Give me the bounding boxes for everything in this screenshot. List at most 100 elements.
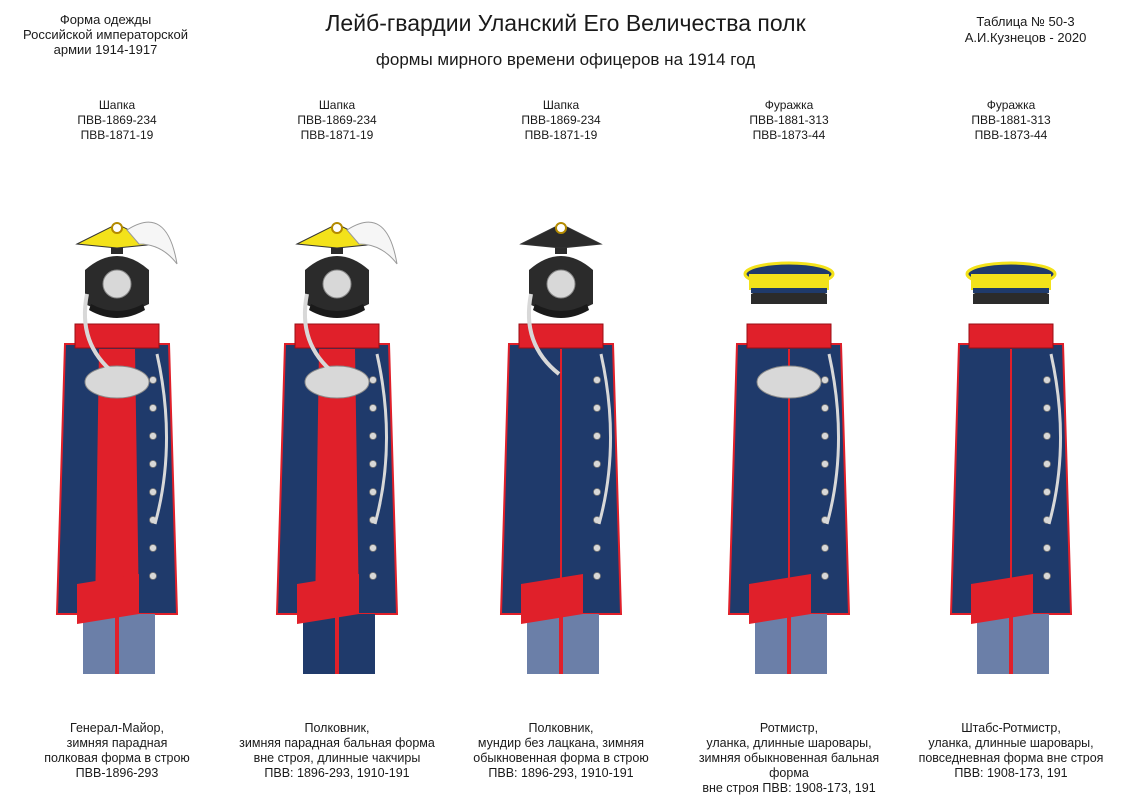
tunic-button: [369, 460, 377, 468]
tunic-button: [149, 544, 157, 552]
tunic-button: [369, 488, 377, 496]
tunic-collar: [968, 323, 1054, 349]
hat-label-line: Шапка: [318, 98, 356, 112]
tunic-button: [369, 432, 377, 440]
hat-label-line: Фуражка: [764, 98, 814, 112]
cuff: [521, 574, 583, 624]
caption-line: Ротмистр,: [759, 721, 819, 735]
tunic-plastron: [315, 349, 359, 614]
uniform-figure: [727, 261, 851, 674]
tunic-button: [821, 376, 829, 384]
tunic-button: [369, 544, 377, 552]
cuff: [971, 574, 1033, 624]
caption-line: зимняя обыкновенная бальная форма: [698, 751, 880, 780]
czapka-top: [519, 223, 603, 249]
cap-band: [971, 274, 1051, 290]
tunic-button: [593, 488, 601, 496]
uniform-column-1: Шапка ПВВ-1869-234 ПВВ-1871-19 Генерал-М…: [22, 98, 212, 798]
caption-line: полковая форма в строю: [44, 751, 190, 765]
czapka-cord: [526, 293, 561, 376]
caption-line: Генерал-Майор,: [70, 721, 164, 735]
uniform-figure: [949, 261, 1073, 674]
tunic-button: [593, 432, 601, 440]
tunic-collar: [746, 323, 832, 349]
tunic-button: [149, 376, 157, 384]
tunic-plastron: [95, 349, 139, 614]
trouser-stripe: [335, 614, 339, 674]
tunic-button: [149, 460, 157, 468]
tunic-button: [1043, 460, 1051, 468]
aiguillette: [373, 353, 388, 525]
cuff: [77, 574, 139, 624]
hat-label-line: ПВВ-1871-19: [524, 128, 598, 142]
hat-label-line: ПВВ-1881-313: [971, 113, 1051, 127]
caption-line: вне строя ПВВ: 1908-173, 191: [702, 781, 876, 795]
uniform-figure: [55, 221, 179, 674]
tunic-button: [1043, 404, 1051, 412]
czapka-visor: [533, 304, 589, 318]
czapka-plume: [346, 221, 398, 265]
caption-line: уланка, длинные шаровары,: [706, 736, 872, 750]
czapka-cockade: [331, 222, 343, 234]
czapka-cord: [82, 293, 117, 376]
uniform-figure: [275, 221, 399, 674]
header-left-line: Форма одежды: [59, 12, 152, 27]
tunic-button: [369, 404, 377, 412]
hat-label-line: ПВВ-1873-44: [752, 128, 826, 142]
hat-label-line: Шапка: [542, 98, 580, 112]
epaulette: [756, 365, 822, 399]
tunic-button: [593, 376, 601, 384]
tunic-button: [821, 488, 829, 496]
hat-label: Шапка ПВВ-1869-234 ПВВ-1871-19: [466, 98, 656, 143]
trouser-stripe: [787, 614, 791, 674]
tunic-button: [593, 460, 601, 468]
uniform-figure: [499, 222, 623, 674]
caption-line: ПВВ: 1908-173, 191: [954, 766, 1068, 780]
tunic-button: [149, 488, 157, 496]
czapka-cockade: [555, 222, 567, 234]
trouser-stripe: [559, 614, 563, 674]
aiguillette: [825, 353, 840, 525]
czapka-eagle-plate: [322, 269, 352, 299]
caption-line: Полковник,: [304, 721, 370, 735]
caption-line: Штабс-Ротмистр,: [961, 721, 1061, 735]
tunic-button: [593, 544, 601, 552]
aiguillette: [597, 353, 612, 525]
uniform-caption: Генерал-Майор, зимняя парадная полковая …: [12, 721, 222, 781]
caption-line: ПВВ-1896-293: [75, 766, 159, 780]
caption-line: зимняя парадная бальная форма: [239, 736, 435, 750]
aiguillette: [153, 353, 168, 525]
cuff: [297, 574, 359, 624]
hat-label-line: ПВВ-1881-313: [749, 113, 829, 127]
hat-label-line: ПВВ-1871-19: [80, 128, 154, 142]
uniform-column-5: Фуражка ПВВ-1881-313 ПВВ-1873-44 Штабс-Р…: [916, 98, 1106, 798]
header-left-block: Форма одежды Российской императорской ар…: [18, 12, 193, 57]
tunic-button: [821, 544, 829, 552]
aiguillette: [1047, 353, 1062, 525]
uniform-caption: Штабс-Ротмистр, уланка, длинные шаровары…: [906, 721, 1116, 781]
czapka-eagle-plate: [546, 269, 576, 299]
tunic-button: [369, 376, 377, 384]
czapka-plume: [126, 221, 178, 265]
tunic-button: [821, 432, 829, 440]
czapka-cord: [302, 293, 337, 376]
header-right-line: Таблица № 50-3: [976, 14, 1075, 29]
hat-label-line: ПВВ-1873-44: [974, 128, 1048, 142]
cap-band: [749, 274, 829, 290]
czapka-visor: [309, 304, 365, 318]
header-left-line: Российской императорской: [22, 27, 189, 42]
tunic-button: [1043, 432, 1051, 440]
uniform-column-2: Шапка ПВВ-1869-234 ПВВ-1871-19 Полковник…: [239, 98, 435, 798]
caption-line: ПВВ: 1896-293, 1910-191: [488, 766, 634, 780]
hat-label-line: ПВВ-1871-19: [300, 128, 374, 142]
tunic-button: [821, 572, 829, 580]
tunic-button: [1043, 488, 1051, 496]
cap-band-edge: [973, 288, 1049, 293]
hat-label-line: Фуражка: [986, 98, 1036, 112]
tunic-button: [1043, 544, 1051, 552]
tunic-button: [369, 572, 377, 580]
header-right-line: А.И.Кузнецов - 2020: [964, 30, 1087, 45]
hat-label: Шапка ПВВ-1869-234 ПВВ-1871-19: [242, 98, 432, 143]
czapka-eagle-plate: [102, 269, 132, 299]
tunic-button: [593, 404, 601, 412]
